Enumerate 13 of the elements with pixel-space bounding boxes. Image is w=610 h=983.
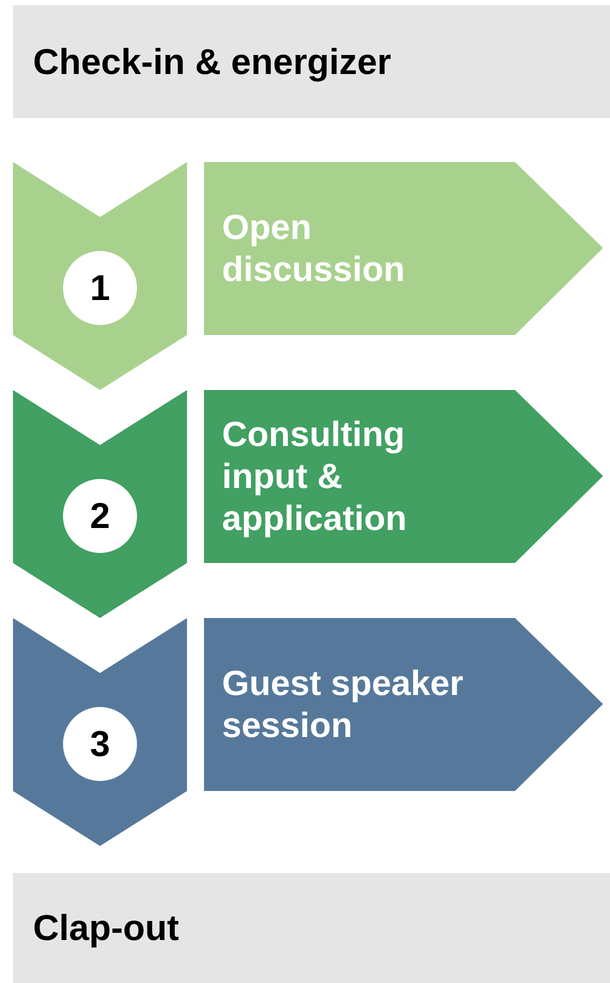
agenda-bar bbox=[13, 873, 610, 983]
step-banner bbox=[204, 162, 603, 335]
step-label: Open discussion bbox=[222, 206, 406, 290]
chevron-shape bbox=[13, 618, 187, 846]
step-label: Consulting input & application bbox=[222, 414, 408, 540]
chevron-shape bbox=[13, 162, 187, 390]
step-banner bbox=[204, 618, 603, 791]
step-banner bbox=[204, 390, 603, 563]
agenda-item: Check-in & energizer bbox=[33, 40, 392, 82]
step-label: Guest speaker session bbox=[222, 662, 464, 746]
agenda-bar bbox=[13, 5, 610, 118]
chevron-shape bbox=[13, 390, 187, 618]
agenda-item: Clap-out bbox=[33, 907, 179, 949]
